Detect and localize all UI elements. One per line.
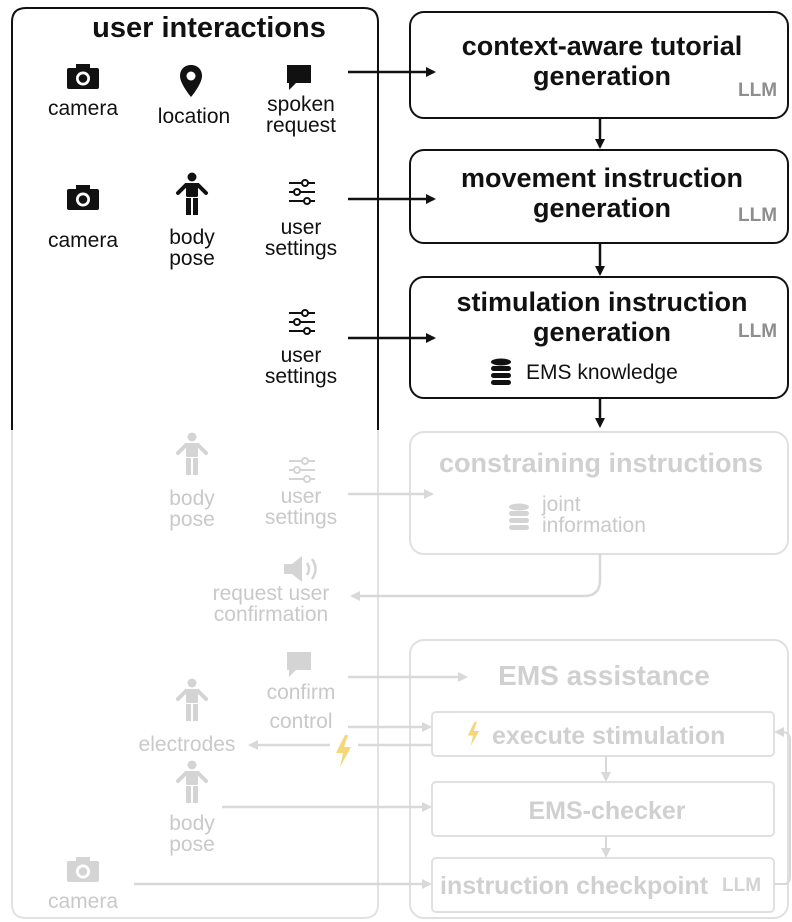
ems-knowledge-label: EMS knowledge [526, 361, 678, 384]
ems-assistance-title: EMS assistance [498, 660, 710, 691]
ems-assistance-box [409, 639, 789, 919]
user-settings-label: user settings [264, 216, 338, 260]
tutorial-generation-title: context-aware tutorial generation [461, 31, 743, 92]
database-icon [509, 503, 529, 530]
body-pose-icon [176, 172, 208, 215]
request-confirmation-label: request user confirmation [212, 582, 330, 626]
body-pose-label: body pose [169, 487, 215, 531]
speaker-icon [284, 556, 317, 582]
camera-icon [67, 857, 99, 882]
body-pose-icon [176, 678, 208, 721]
user-interactions-title: user interactions [92, 12, 326, 44]
location-label: location [157, 105, 231, 128]
user-settings-label: user settings [264, 344, 338, 388]
body-pose-icon [176, 760, 208, 803]
body-pose-label: body pose [169, 226, 215, 270]
checker-box [431, 781, 775, 837]
database-icon [491, 358, 511, 385]
body-pose-icon [176, 432, 208, 475]
camera-label: camera [47, 229, 119, 252]
llm-tag: LLM [738, 80, 778, 101]
llm-tag: LLM [738, 321, 778, 342]
camera-label: camera [47, 97, 119, 120]
confirm-label: confirm [266, 681, 336, 704]
llm-tag: LLM [722, 875, 762, 896]
speech-bubble-icon [287, 652, 311, 677]
joint-information-label: joint information [542, 493, 646, 537]
sliders-icon [289, 457, 315, 483]
lightning-icon [467, 721, 480, 747]
camera-icon [67, 185, 99, 210]
instruction-checkpoint-label: instruction checkpoint [440, 872, 709, 900]
user-settings-label: user settings [264, 485, 338, 529]
body-pose-label: body pose [169, 812, 215, 856]
constraining-instructions-title: constraining instructions [438, 448, 764, 478]
movement-instruction-title: movement instruction generation [460, 163, 744, 224]
arrow-faded-loop [774, 727, 791, 885]
sliders-icon [289, 309, 315, 335]
stimulation-instruction-title: stimulation instruction generation [456, 287, 748, 348]
lightning-icon [336, 735, 351, 767]
speech-bubble-icon [287, 65, 311, 90]
camera-icon [67, 64, 99, 89]
arrow-faded-request [350, 554, 602, 601]
electrodes-label: electrodes [138, 733, 236, 756]
spoken-request-label: spoken request [265, 93, 337, 137]
execute-stimulation-label: execute stimulation [492, 722, 726, 750]
user-interactions-panel [11, 7, 379, 430]
llm-tag: LLM [738, 205, 778, 226]
sliders-icon [289, 179, 315, 205]
ems-checker-label: EMS-checker [528, 797, 686, 825]
location-icon [180, 65, 202, 97]
control-label: control [269, 710, 333, 733]
camera-label: camera [47, 890, 119, 913]
user-interactions-panel-faded [11, 430, 379, 919]
